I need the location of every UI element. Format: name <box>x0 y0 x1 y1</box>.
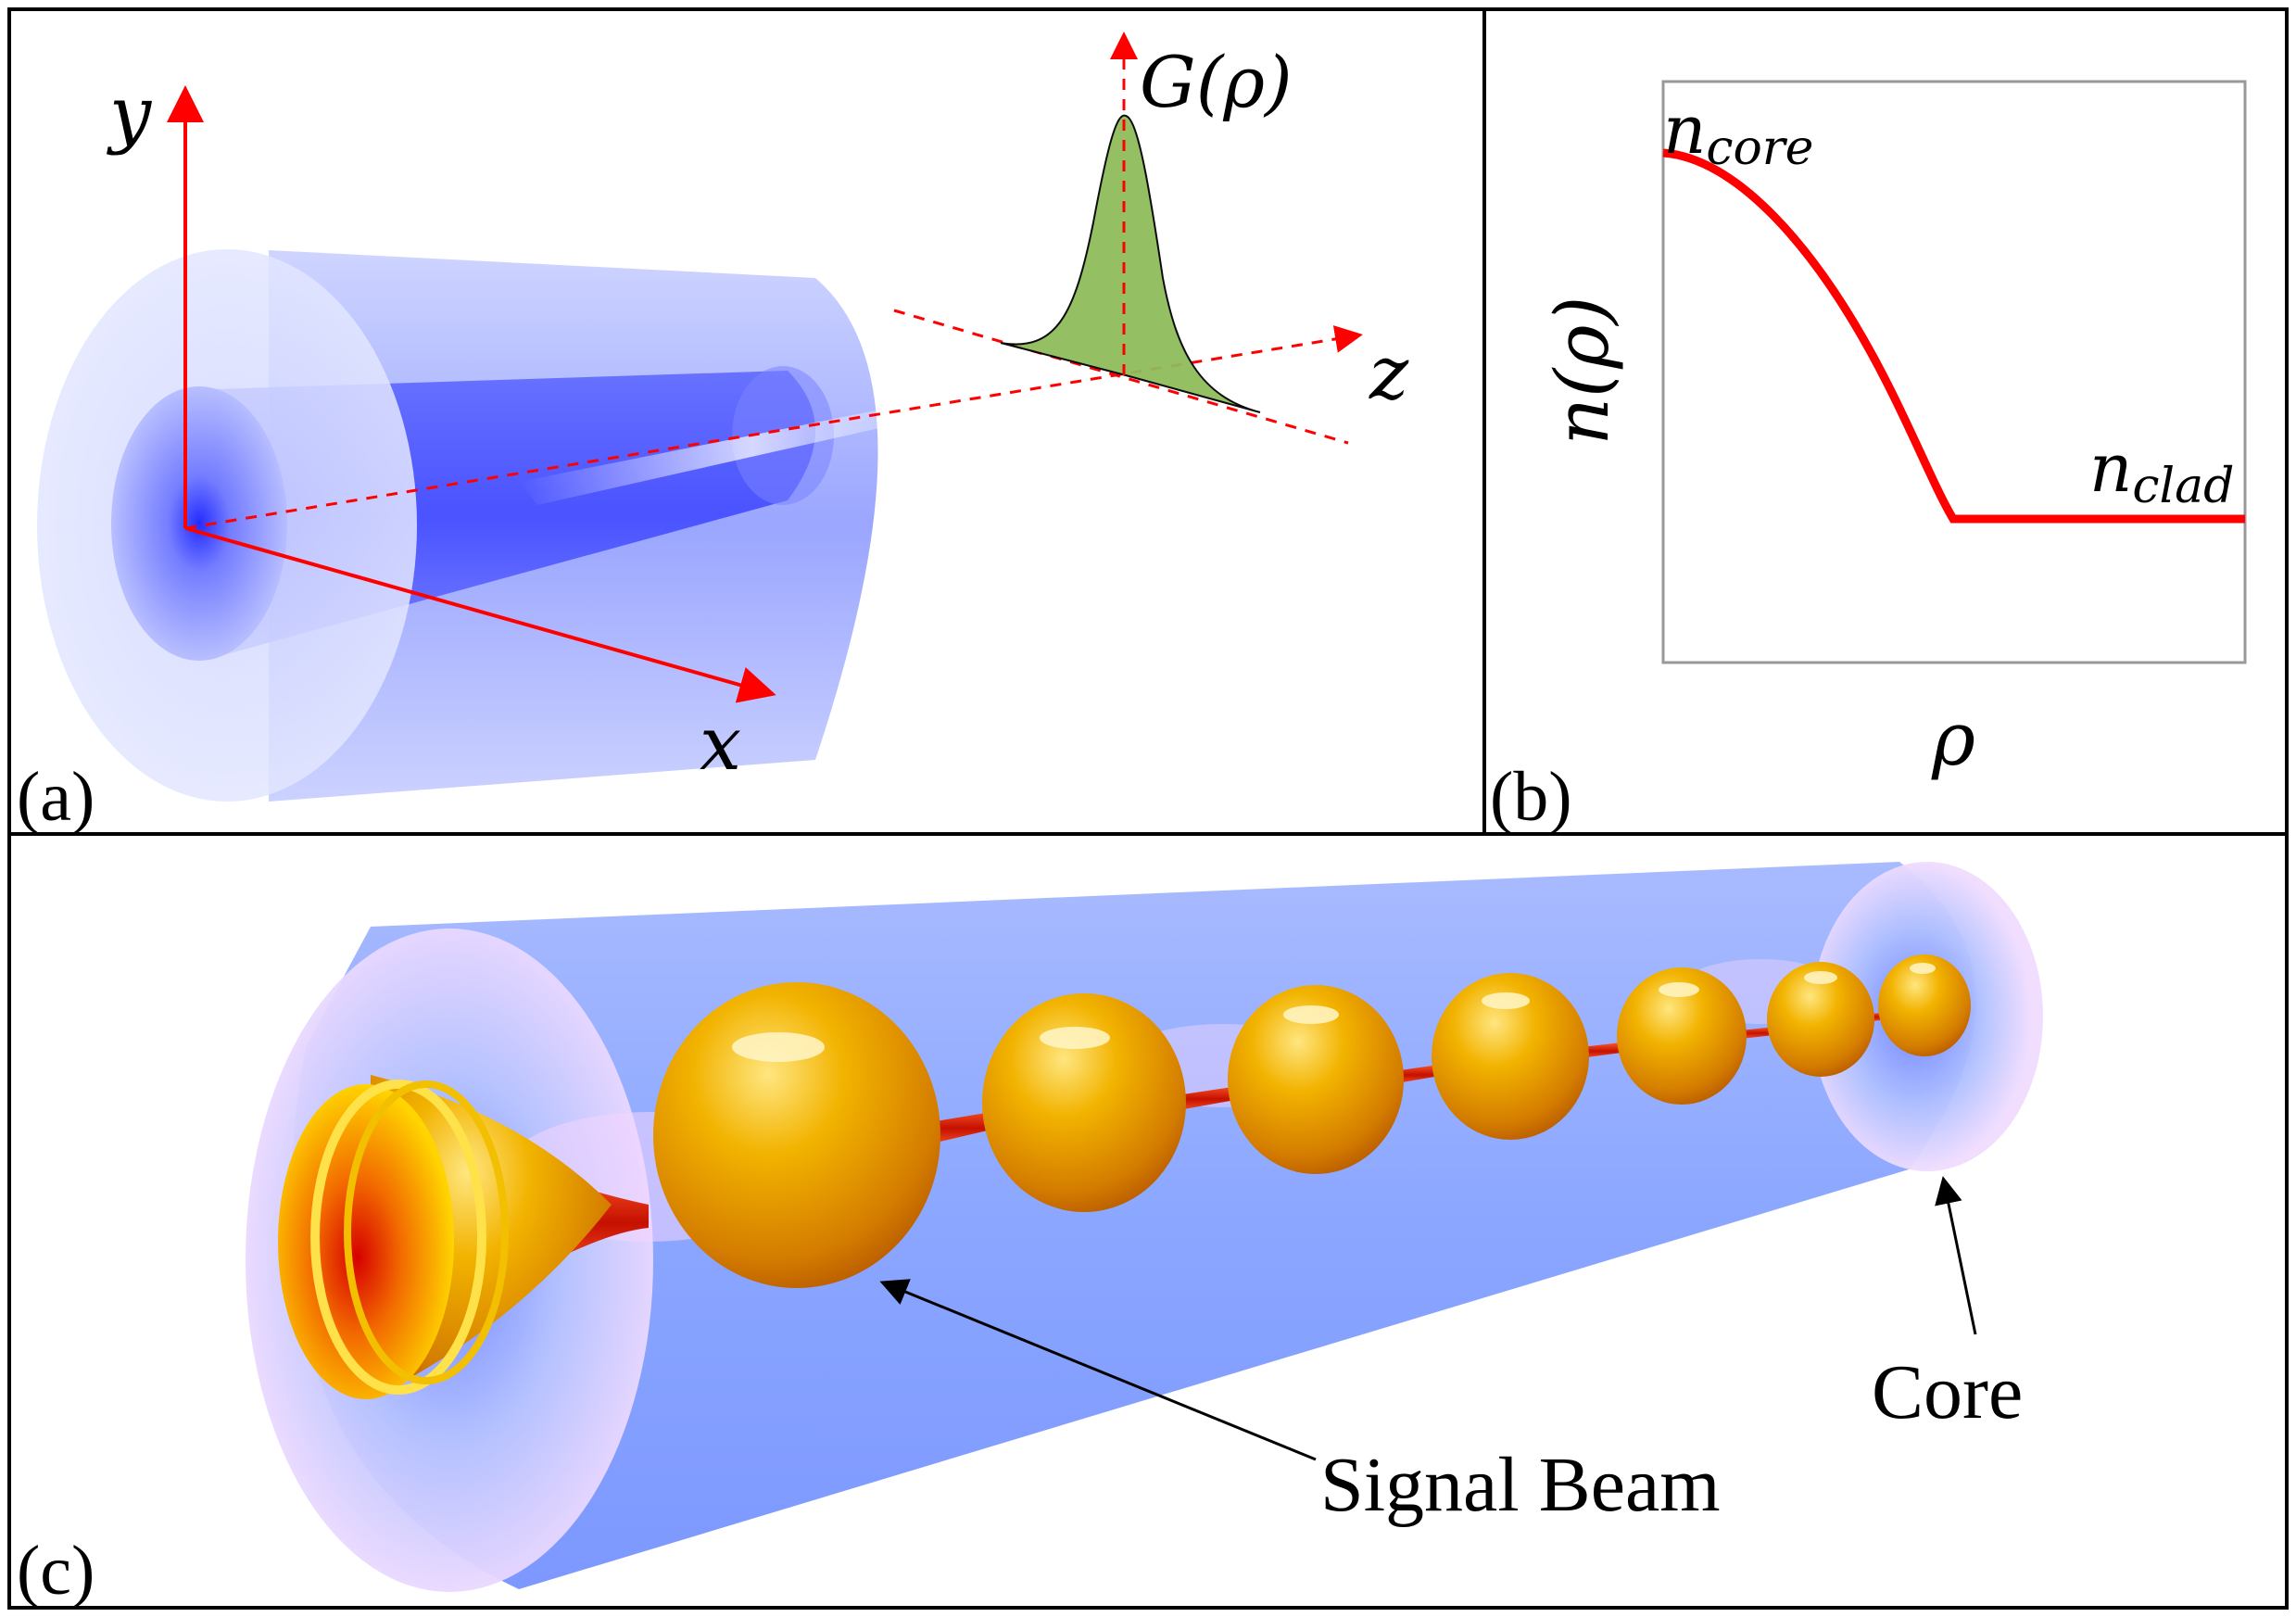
beam-bulb <box>653 982 940 1288</box>
beam-bulb <box>1878 954 1971 1056</box>
y-axis-label: y <box>107 70 153 157</box>
core-label: Core <box>1872 1349 2023 1435</box>
transverse-line <box>893 309 1349 445</box>
core-entry-face <box>111 386 287 661</box>
signal-arrow <box>879 1279 1317 1461</box>
z-axis-label: z <box>1369 330 1409 416</box>
z-axis <box>184 325 1363 530</box>
panel-c: Signal Beam Core (c) <box>17 862 2043 1610</box>
core-index-label: ncore <box>1663 91 1813 176</box>
x-axis-label: ρ <box>1931 696 1975 782</box>
panel-c-label: (c) <box>17 1532 95 1610</box>
panel-b-label: (b) <box>1490 758 1572 836</box>
y-axis-label: n(ρ) <box>1539 297 1625 446</box>
beam-bulb <box>1432 973 1589 1140</box>
gaussian-profile <box>1000 114 1261 413</box>
beam-bulb <box>982 993 1186 1212</box>
beam-entrance-rim <box>310 1080 486 1395</box>
beam-entrance-rim <box>344 1080 509 1384</box>
x-axis-label: x <box>700 701 741 787</box>
beam-bulb <box>1767 962 1874 1077</box>
beam-highlights <box>732 963 1936 1062</box>
core-glow <box>519 408 908 505</box>
g-profile-label: G(ρ) <box>1140 41 1293 123</box>
panel-b: ncore nclad n(ρ) ρ (b) <box>1490 80 2247 836</box>
clad-index-label: nclad <box>2089 429 2234 514</box>
beam-bulb <box>1228 985 1404 1174</box>
signal-beam-label: Signal Beam <box>1320 1442 1721 1528</box>
panel-a: y x z G(ρ) (a) <box>17 32 1409 836</box>
beam-bulb <box>1617 967 1747 1105</box>
index-profile-curve <box>1662 148 2245 524</box>
panel-frames <box>7 7 2289 1610</box>
plot-frame <box>1661 80 2247 664</box>
core-arrow <box>1935 1176 1977 1335</box>
panel-a-label: (a) <box>17 758 95 836</box>
x-axis <box>184 526 776 703</box>
